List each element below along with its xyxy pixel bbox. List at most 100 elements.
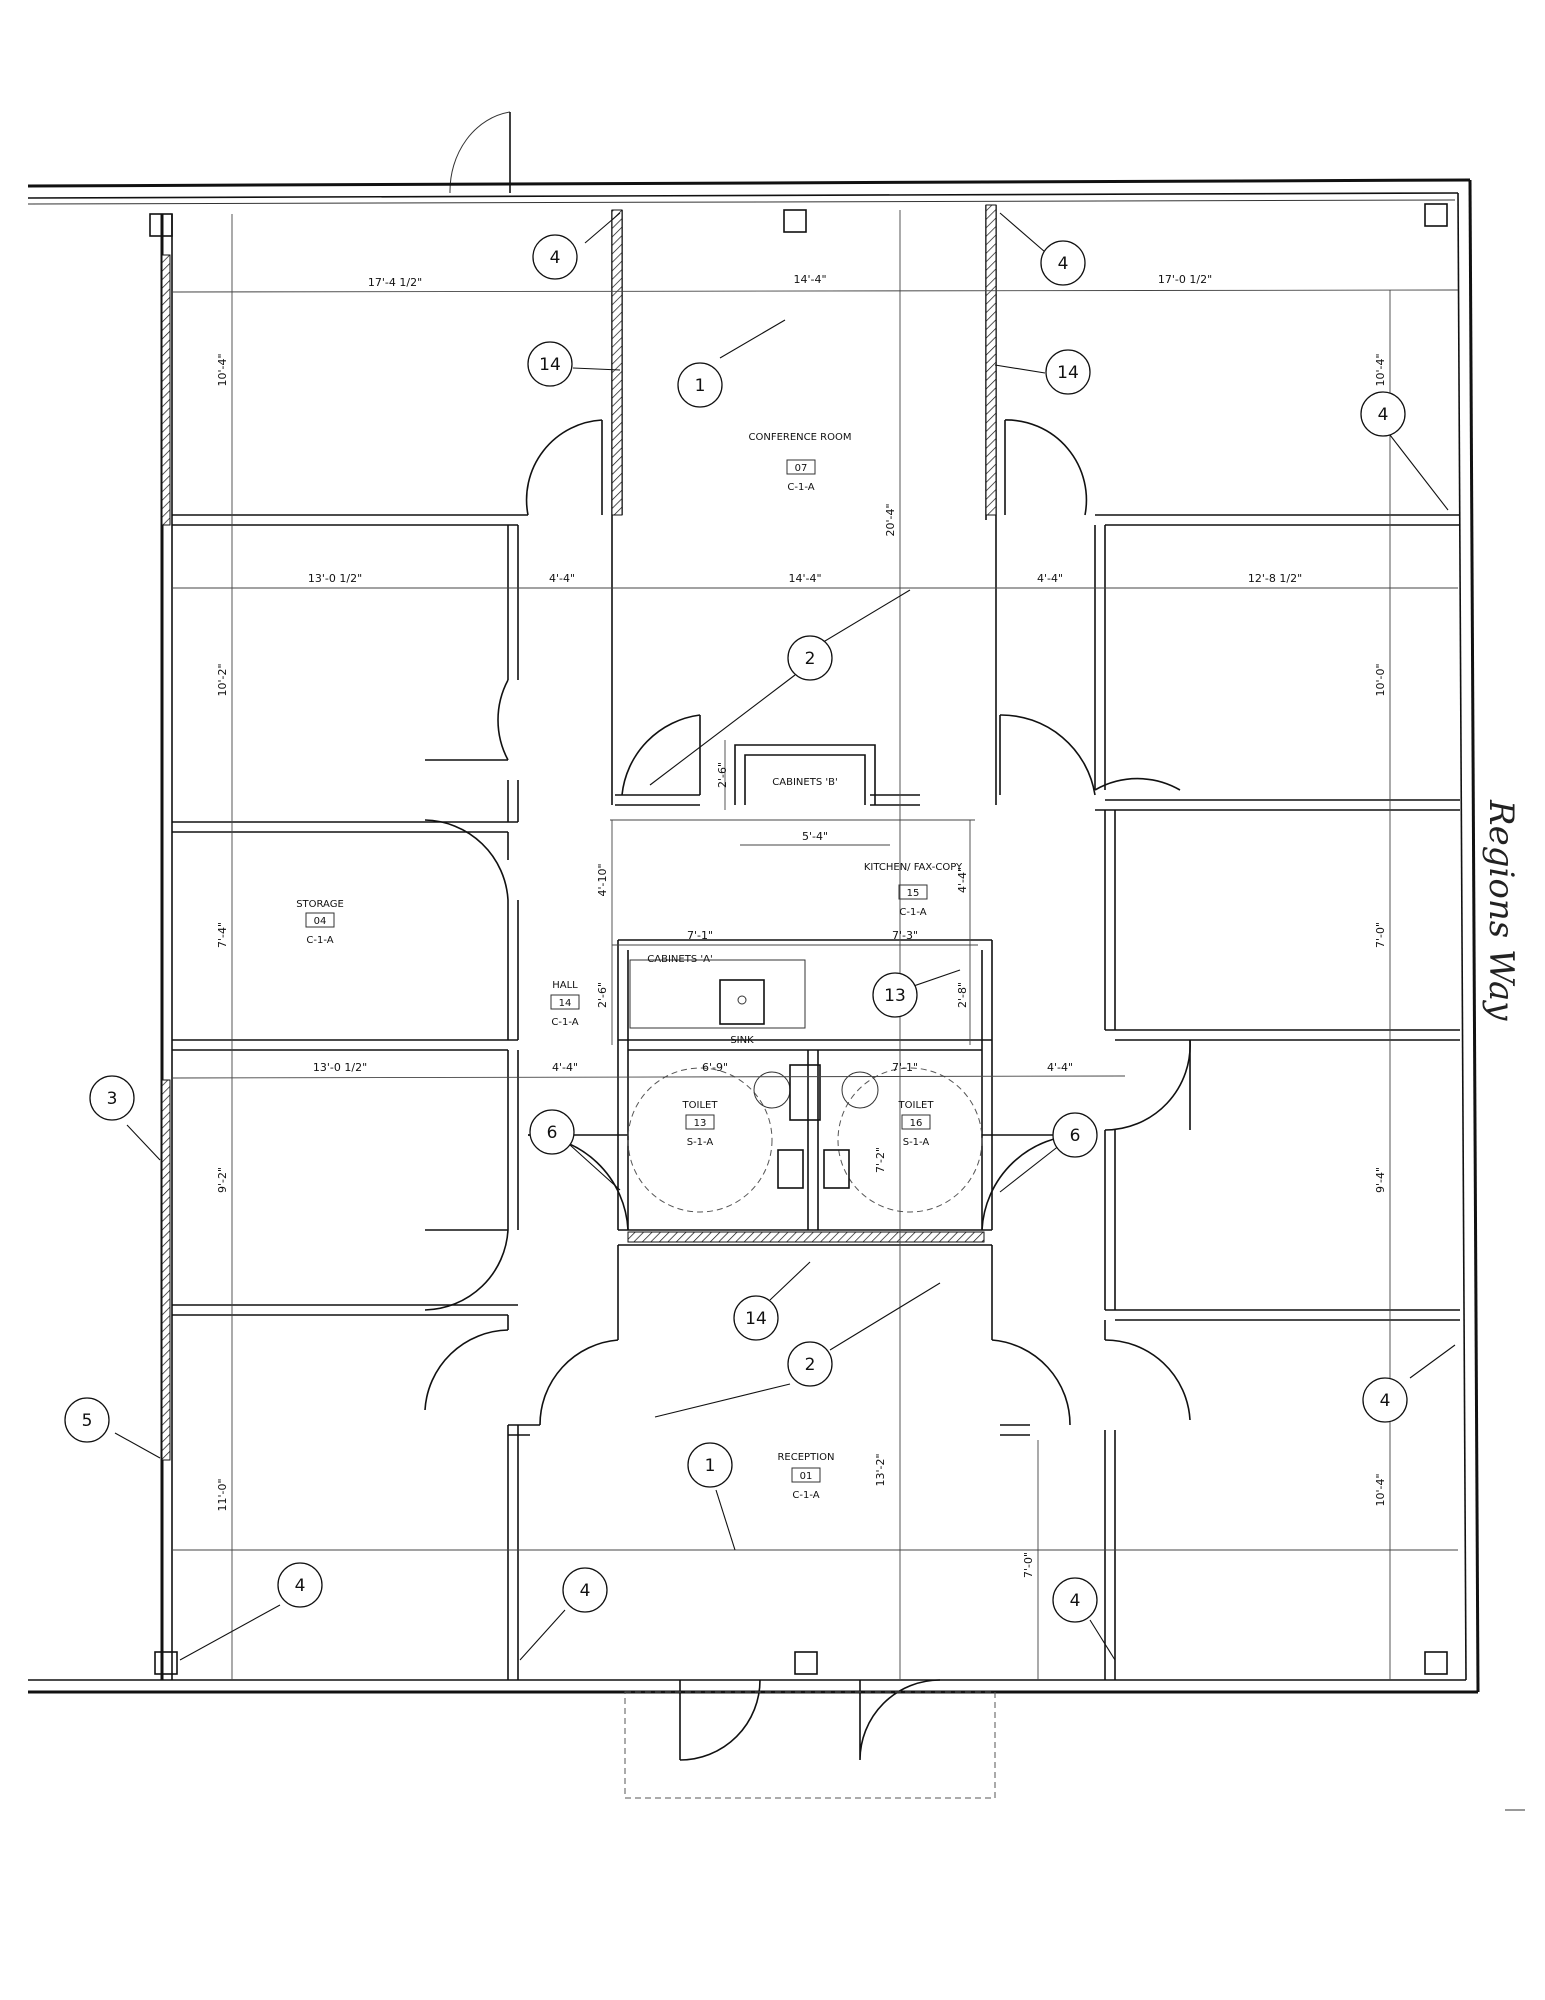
room-kitchen: KITCHEN/ FAX-COPY 15 C-1-A bbox=[864, 862, 963, 918]
svg-text:13: 13 bbox=[884, 986, 906, 1006]
dim-label: 4'-4" bbox=[1037, 572, 1063, 585]
keynote-bubble: 4 bbox=[1040, 240, 1086, 286]
svg-text:C-1-A: C-1-A bbox=[899, 907, 926, 918]
svg-text:07: 07 bbox=[795, 463, 808, 474]
dim-label: 14'-4" bbox=[793, 273, 826, 286]
dim-label: 7'-3" bbox=[892, 929, 918, 942]
dim-label: 14'-4" bbox=[788, 572, 821, 585]
keynote-bubble: 4 bbox=[1360, 391, 1406, 437]
dim-label: 4'-4" bbox=[552, 1061, 578, 1074]
svg-text:15: 15 bbox=[907, 888, 920, 899]
dim-label: 7'-1" bbox=[892, 1061, 918, 1074]
sink-label: SINK bbox=[730, 1035, 754, 1046]
dim-label: 7'-0" bbox=[1374, 922, 1387, 948]
keynote-bubble: 4 bbox=[1362, 1377, 1408, 1423]
dim-label: 4'-4" bbox=[1047, 1061, 1073, 1074]
keynote-bubble: 2 bbox=[787, 635, 833, 681]
interior-walls bbox=[172, 204, 1460, 1680]
svg-text:HALL: HALL bbox=[552, 980, 578, 991]
dim-label: 13'-2" bbox=[874, 1453, 887, 1486]
dim-label: 7'-0" bbox=[1022, 1552, 1035, 1578]
svg-text:S-1-A: S-1-A bbox=[903, 1137, 930, 1148]
svg-text:04: 04 bbox=[314, 916, 327, 927]
dim-label: 4'-10" bbox=[596, 863, 609, 896]
svg-text:STORAGE: STORAGE bbox=[296, 899, 344, 910]
keynote-bubble: 14 bbox=[1045, 349, 1091, 395]
dim-label: 12'-8 1/2" bbox=[1248, 572, 1302, 585]
dim-label: 4'-4" bbox=[549, 572, 575, 585]
sink-fixture bbox=[719, 979, 765, 1025]
svg-text:14: 14 bbox=[539, 355, 561, 375]
dim-label: 9'-4" bbox=[1374, 1167, 1387, 1193]
dim-label: 13'-0 1/2" bbox=[308, 572, 362, 585]
svg-text:6: 6 bbox=[1070, 1126, 1081, 1146]
svg-text:C-1-A: C-1-A bbox=[551, 1017, 578, 1028]
keynote-bubble: 1 bbox=[677, 362, 723, 408]
dim-label: 10'-4" bbox=[1374, 1473, 1387, 1506]
svg-text:3: 3 bbox=[107, 1089, 118, 1109]
keynote-bubble: 14 bbox=[527, 341, 573, 387]
svg-text:C-1-A: C-1-A bbox=[792, 1490, 819, 1501]
dim-label: 17'-0 1/2" bbox=[1158, 273, 1212, 286]
svg-text:16: 16 bbox=[910, 1118, 923, 1129]
dim-label: 10'-4" bbox=[216, 353, 229, 386]
cabinets-a-label: CABINETS 'A' bbox=[647, 954, 712, 965]
svg-text:4: 4 bbox=[1380, 1391, 1391, 1411]
dim-label: 7'-2" bbox=[874, 1147, 887, 1173]
keynote-bubble: 2 bbox=[787, 1341, 833, 1387]
keynote-bubble: 4 bbox=[562, 1567, 608, 1613]
svg-text:RECEPTION: RECEPTION bbox=[777, 1452, 834, 1463]
keynote-bubble: 6 bbox=[1052, 1112, 1098, 1158]
dim-label: 2'-8" bbox=[956, 982, 969, 1008]
keynote-leaders bbox=[114, 212, 1456, 1661]
dim-label: 4'-4" bbox=[956, 867, 969, 893]
keynote-bubble: 13 bbox=[872, 972, 918, 1018]
svg-text:4: 4 bbox=[295, 1576, 306, 1596]
dim-label: 9'-2" bbox=[216, 1167, 229, 1193]
keynote-bubble: 4 bbox=[277, 1562, 323, 1608]
room-labels: CONFERENCE ROOM 07 C-1-A STORAGE 04 C-1-… bbox=[296, 432, 963, 1501]
room-hall: HALL 14 C-1-A bbox=[550, 980, 580, 1028]
svg-text:6: 6 bbox=[547, 1123, 558, 1143]
svg-text:1: 1 bbox=[695, 376, 706, 396]
svg-text:14: 14 bbox=[559, 998, 572, 1009]
room-toilet-16: TOILET 16 S-1-A bbox=[898, 1100, 935, 1148]
svg-text:4: 4 bbox=[1378, 405, 1389, 425]
svg-text:2: 2 bbox=[805, 1355, 816, 1375]
svg-text:4: 4 bbox=[1070, 1591, 1081, 1611]
svg-text:5: 5 bbox=[82, 1411, 93, 1431]
dim-label: 10'-4" bbox=[1374, 353, 1387, 386]
dim-label: 2'-6" bbox=[596, 982, 609, 1008]
dim-label: 7'-4" bbox=[216, 922, 229, 948]
keynote-bubble: 6 bbox=[529, 1109, 575, 1155]
dim-label: 13'-0 1/2" bbox=[313, 1061, 367, 1074]
cabinets-b-label: CABINETS 'B' bbox=[772, 777, 837, 788]
room-toilet-13: TOILET 13 S-1-A bbox=[682, 1100, 719, 1148]
dimension-labels: 17'-4 1/2" 14'-4" 17'-0 1/2" 10'-4" 10'-… bbox=[216, 273, 1387, 1578]
svg-text:TOILET: TOILET bbox=[898, 1100, 935, 1111]
svg-text:4: 4 bbox=[550, 248, 561, 268]
columns bbox=[149, 203, 1448, 1675]
svg-text:C-1-A: C-1-A bbox=[306, 935, 333, 946]
dim-label: 5'-4" bbox=[802, 830, 828, 843]
dim-label: 7'-1" bbox=[687, 929, 713, 942]
room-reception: RECEPTION 01 C-1-A bbox=[777, 1452, 834, 1501]
room-storage: STORAGE 04 C-1-A bbox=[296, 899, 344, 946]
keynote-bubbles: 4 4 1 14 14 4 2 13 3 6 6 14 2 1 4 5 4 4 … bbox=[64, 234, 1408, 1623]
room-conference: CONFERENCE ROOM 07 C-1-A bbox=[749, 432, 852, 493]
fixtures bbox=[627, 959, 983, 1213]
dim-label: 6'-9" bbox=[702, 1061, 728, 1074]
keynote-bubble: 4 bbox=[1052, 1577, 1098, 1623]
exterior-door-top bbox=[449, 111, 511, 194]
svg-text:13: 13 bbox=[694, 1118, 707, 1129]
keynote-bubble: 4 bbox=[532, 234, 578, 280]
keynote-bubble: 1 bbox=[687, 1442, 733, 1488]
svg-text:TOILET: TOILET bbox=[682, 1100, 719, 1111]
dimension-lines bbox=[171, 210, 1459, 1680]
dim-label: 2'-6" bbox=[716, 762, 729, 788]
svg-text:S-1-A: S-1-A bbox=[687, 1137, 714, 1148]
svg-text:4: 4 bbox=[580, 1581, 591, 1601]
dim-label: 17'-4 1/2" bbox=[368, 276, 422, 289]
svg-text:4: 4 bbox=[1058, 254, 1069, 274]
